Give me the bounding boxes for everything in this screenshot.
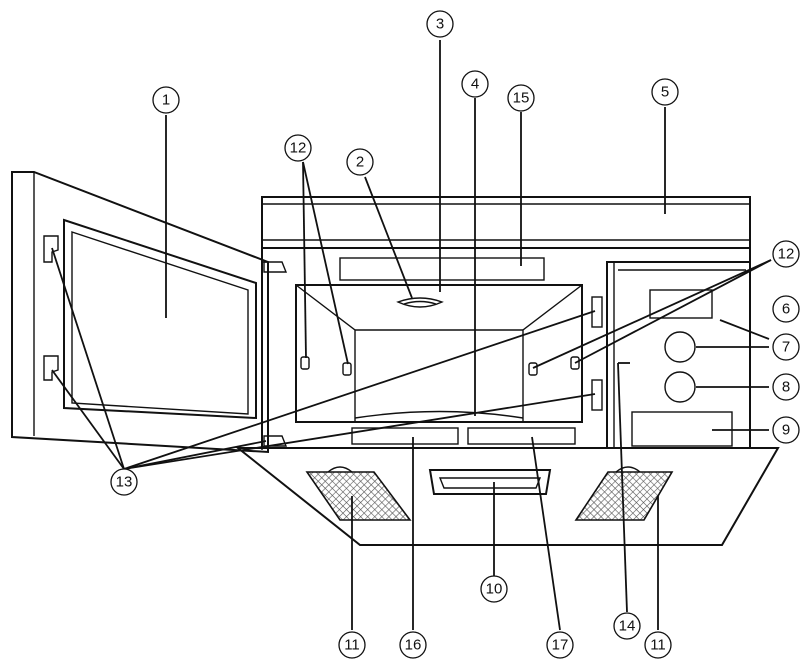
callout-1: 1 <box>152 86 180 114</box>
callout-7-label: 7 <box>782 339 790 356</box>
display-window <box>649 289 713 319</box>
callout-11-left-label: 11 <box>344 637 360 654</box>
callout-16: 16 <box>399 631 427 659</box>
callout-8: 8 <box>772 373 800 401</box>
callout-3-label: 3 <box>436 16 444 33</box>
door <box>11 171 288 454</box>
microwave-body <box>235 196 780 546</box>
callout-11-left: 11 <box>338 631 366 659</box>
callout-9: 9 <box>772 416 800 444</box>
callout-12-left-label: 12 <box>290 140 307 157</box>
knob-lower[interactable] <box>664 371 696 403</box>
callout-4-label: 4 <box>471 76 479 93</box>
callout-5: 5 <box>651 78 679 106</box>
callout-8-label: 8 <box>782 379 790 396</box>
callout-15: 15 <box>507 84 535 112</box>
callout-11-right: 11 <box>644 631 672 659</box>
callout-6-label: 6 <box>782 301 790 318</box>
callout-12-left: 12 <box>284 134 312 162</box>
callout-13-label: 13 <box>116 474 133 491</box>
door-window <box>63 218 257 420</box>
callout-13: 13 <box>110 468 138 496</box>
knob-upper[interactable] <box>664 331 696 363</box>
bottom-panel-left <box>351 427 459 445</box>
callout-7: 7 <box>772 333 800 361</box>
grease-filter-right <box>574 466 674 521</box>
control-panel <box>606 261 751 449</box>
callout-10: 10 <box>480 575 508 603</box>
callout-3: 3 <box>426 10 454 38</box>
callout-1-label: 1 <box>162 92 170 109</box>
bottom-panel-right <box>467 427 576 445</box>
waveguide-cover <box>339 257 545 281</box>
callout-17-label: 17 <box>552 637 569 654</box>
oven-cavity <box>295 284 603 445</box>
door-release-panel[interactable] <box>631 411 733 447</box>
callout-16-label: 16 <box>405 637 422 654</box>
cooktop-light-cover <box>428 469 552 495</box>
callout-2: 2 <box>346 148 374 176</box>
door-latch-hooks <box>43 235 59 381</box>
grease-filter-left <box>305 466 412 521</box>
callout-2-label: 2 <box>356 154 364 171</box>
callout-12-right: 12 <box>772 240 800 268</box>
leader-lines <box>51 40 772 631</box>
cavity-light <box>396 297 444 308</box>
callout-10-label: 10 <box>486 581 503 598</box>
callout-14-label: 14 <box>619 618 636 635</box>
callout-6: 6 <box>772 295 800 323</box>
callout-9-label: 9 <box>782 422 790 439</box>
callout-12-right-label: 12 <box>778 246 795 263</box>
callout-17: 17 <box>546 631 574 659</box>
callout-14: 14 <box>613 612 641 640</box>
callout-5-label: 5 <box>661 84 669 101</box>
callout-15-label: 15 <box>513 90 530 107</box>
door-hinges <box>263 261 288 447</box>
callout-4: 4 <box>461 70 489 98</box>
callout-11-right-label: 11 <box>650 637 666 654</box>
